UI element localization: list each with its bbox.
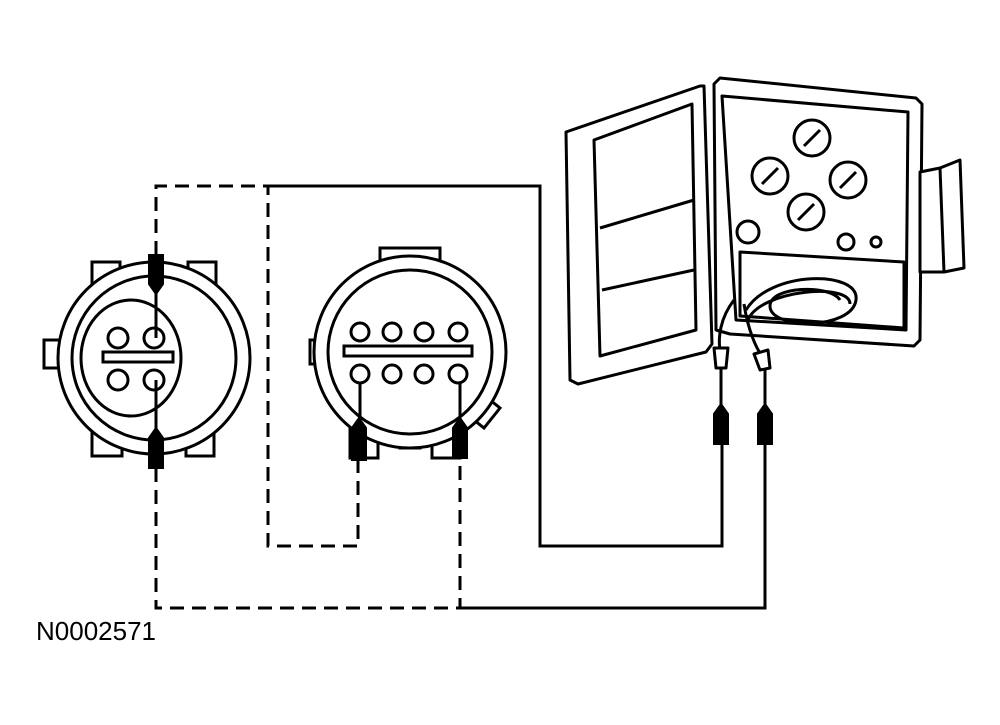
probe-tip — [148, 426, 164, 469]
pin — [106, 326, 130, 350]
pin — [142, 368, 166, 392]
wire-dashed-top — [154, 184, 360, 548]
pin — [106, 368, 130, 392]
pin — [349, 363, 371, 385]
probe-tip — [452, 416, 468, 459]
pin — [381, 321, 403, 343]
connector-4pin — [42, 260, 252, 458]
wire-dashed-bottom — [154, 458, 462, 610]
pin — [447, 363, 469, 385]
pin — [381, 363, 403, 385]
pin — [447, 321, 469, 343]
pin — [349, 321, 371, 343]
pin — [413, 363, 435, 385]
probe-tip — [148, 254, 164, 296]
pin — [142, 326, 166, 350]
pin — [413, 321, 435, 343]
jack-icon — [735, 219, 761, 245]
connector-8pin — [308, 246, 508, 460]
jack-icon — [836, 232, 856, 252]
jack-icon — [869, 235, 883, 249]
probe-tip — [713, 402, 729, 445]
breakout-box — [564, 76, 966, 386]
figure-code: N0002571 — [36, 616, 156, 646]
wire-solid-bottom — [460, 444, 767, 610]
wire-solid-loop — [268, 184, 724, 548]
probe-tip — [351, 416, 367, 461]
probe-tip — [757, 402, 773, 445]
